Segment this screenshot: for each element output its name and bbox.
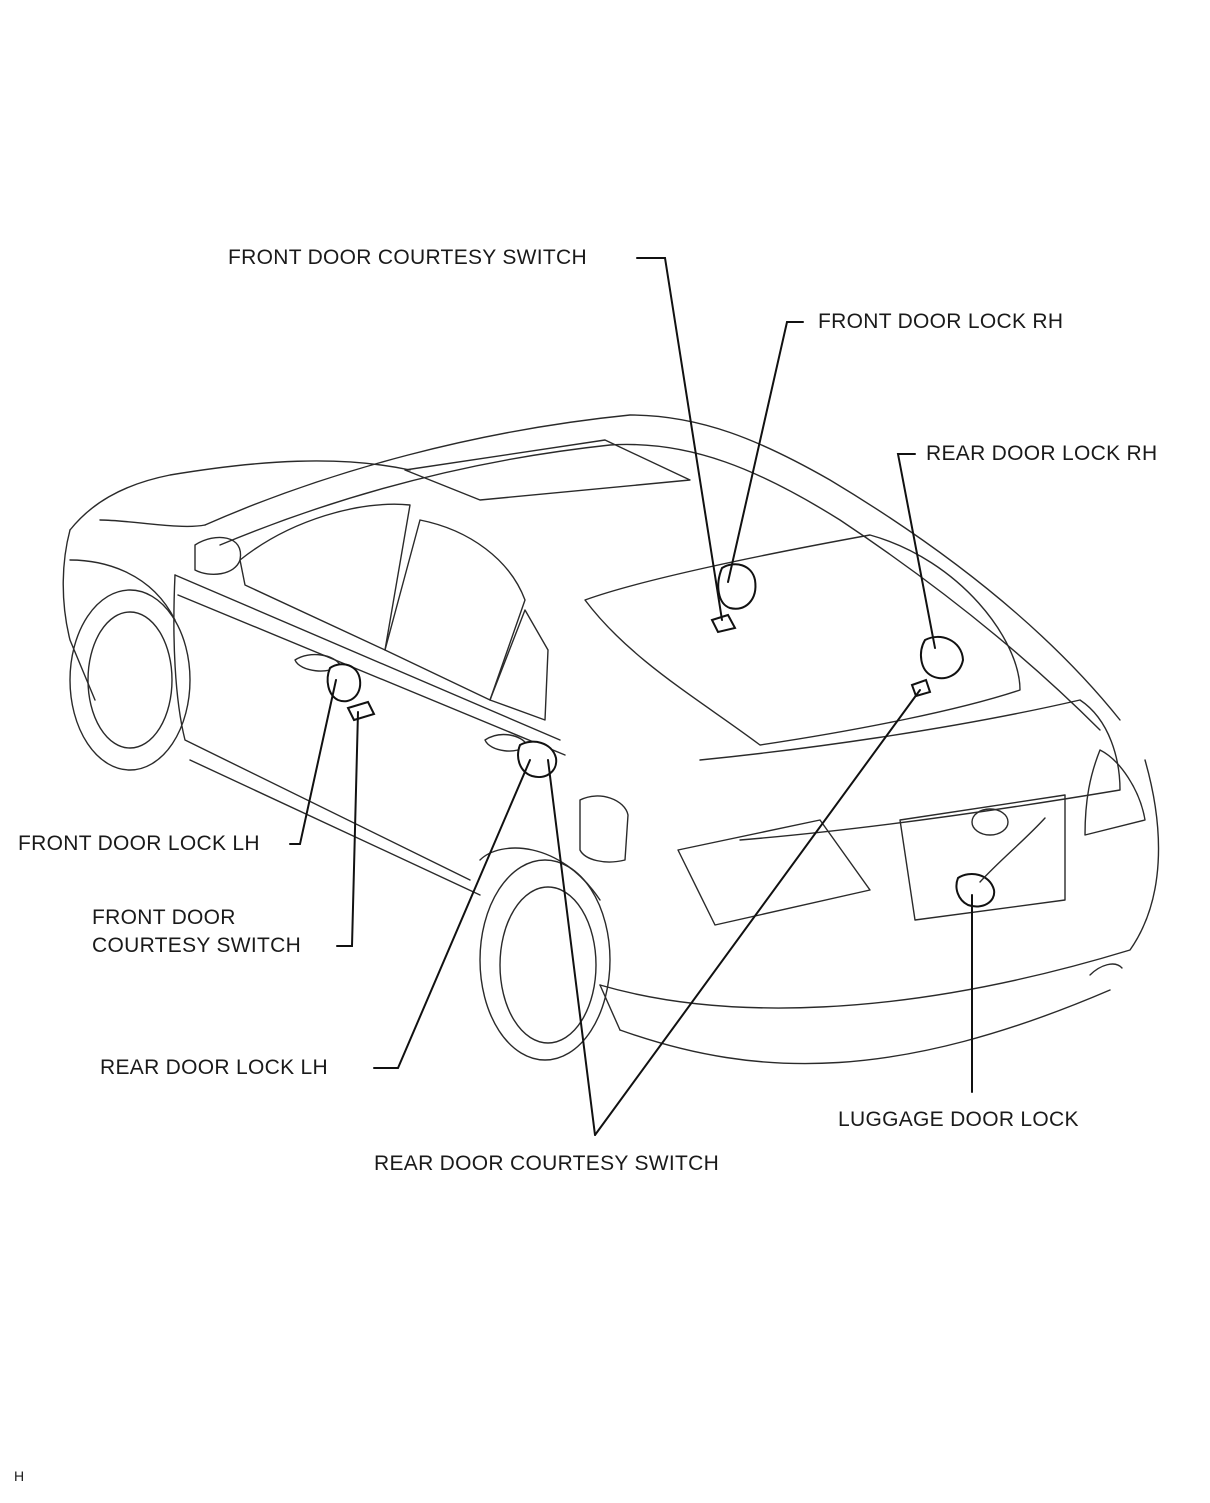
label-front-door-lock-lh: FRONT DOOR LOCK LH — [18, 832, 260, 855]
label-rear-door-lock-lh: REAR DOOR LOCK LH — [100, 1056, 328, 1079]
label-front-door-courtesy-switch-top: FRONT DOOR COURTESY SWITCH — [228, 246, 587, 269]
door-lock-parts — [326, 563, 1046, 908]
car-body-outline — [62, 414, 1160, 1065]
rear-door-lock-lh-part — [517, 740, 558, 778]
leader-rear-lock-lh — [373, 759, 531, 1069]
label-front-door-courtesy-switch-left-line1: FRONT DOOR — [92, 906, 236, 929]
leader-rear-lock-rh — [896, 453, 936, 649]
leader-lines — [289, 257, 973, 1136]
label-front-door-courtesy-switch-left-line2: COURTESY SWITCH — [92, 934, 302, 957]
leader-front-lock-rh — [727, 321, 804, 583]
front-door-lock-rh-part — [717, 563, 757, 610]
label-rear-door-courtesy-switch: REAR DOOR COURTESY SWITCH — [374, 1152, 720, 1175]
luggage-lock-cable — [979, 817, 1046, 883]
front-courtesy-switch-rh-part — [710, 613, 737, 634]
corner-code: H — [14, 1468, 25, 1484]
leader-front-lock-lh — [289, 679, 337, 845]
rear-courtesy-switch-rh-part — [910, 678, 932, 698]
label-rear-door-lock-rh: REAR DOOR LOCK RH — [926, 442, 1158, 465]
label-front-door-lock-rh: FRONT DOOR LOCK RH — [818, 310, 1064, 333]
leader-front-courtesy-lh — [336, 711, 359, 947]
leader-rear-courtesy-b — [594, 689, 921, 1136]
front-door-lock-lh-part — [326, 663, 362, 703]
luggage-door-lock-part — [955, 873, 996, 908]
leader-rear-courtesy-a — [547, 759, 596, 1136]
label-luggage-door-lock: LUGGAGE DOOR LOCK — [838, 1108, 1079, 1131]
leader-front-courtesy-top — [636, 257, 723, 621]
front-courtesy-switch-lh-part — [346, 700, 376, 722]
rear-door-lock-rh-part — [919, 635, 965, 680]
